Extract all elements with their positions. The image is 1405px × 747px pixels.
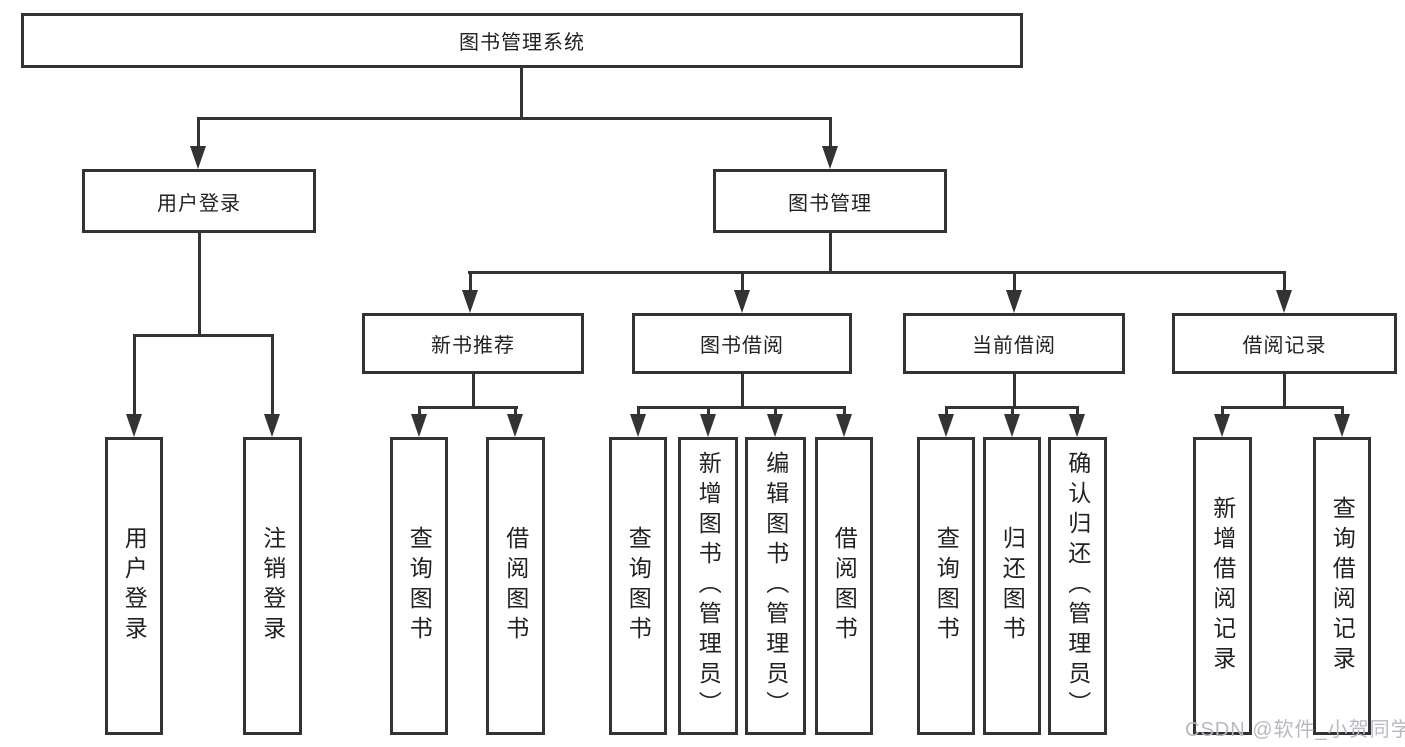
connector-v-line	[741, 273, 744, 292]
leaf-query-borrow-record: 查询借阅记录	[1313, 437, 1371, 735]
node-borrow-records-label: 借阅记录	[1242, 335, 1327, 357]
leaf-user-login-label: 用户登录	[121, 526, 148, 646]
arrow-down-icon	[1214, 414, 1230, 437]
connector-v-line	[1076, 406, 1079, 416]
leaf-logout-label: 注销登录	[259, 526, 286, 646]
connector-v-line	[1283, 273, 1286, 292]
node-root-label: 图书管理系统	[459, 32, 585, 54]
leaf-edit-books-admin-label: 编辑图书（管理员）	[762, 451, 789, 721]
arrow-down-icon	[630, 414, 646, 437]
node-book-mgmt-label: 图书管理	[788, 192, 872, 215]
leaf-add-borrow-record: 新增借阅记录	[1193, 437, 1252, 735]
arrow-down-icon	[126, 414, 142, 437]
connector-v-line	[514, 406, 517, 416]
node-book-borrow: 图书借阅	[632, 313, 852, 374]
connector-h-line	[133, 334, 274, 337]
connector-h-line	[468, 271, 1286, 274]
leaf-query-books-borrow-label: 查询图书	[625, 526, 652, 646]
connector-h-line	[197, 117, 832, 120]
leaf-borrow-books-recommend-label: 借阅图书	[502, 526, 529, 646]
connector-v-line	[520, 68, 523, 119]
arrow-down-icon	[1069, 414, 1085, 437]
connector-h-line	[418, 406, 518, 409]
arrow-down-icon	[462, 290, 478, 313]
arrow-down-icon	[264, 414, 280, 437]
connector-v-line	[945, 406, 948, 416]
leaf-return-books: 归还图书	[983, 437, 1041, 735]
connector-v-line	[1013, 371, 1016, 408]
leaf-query-books-recommend-label: 查询图书	[406, 526, 433, 646]
arrow-down-icon	[822, 146, 838, 169]
connector-v-line	[472, 371, 475, 408]
connector-v-line	[418, 406, 421, 416]
leaf-return-books-label: 归还图书	[999, 526, 1026, 646]
node-new-book-recommend-label: 新书推荐	[431, 335, 515, 357]
connector-v-line	[829, 231, 832, 273]
node-book-borrow-label: 图书借阅	[700, 335, 784, 357]
connector-v-line	[1283, 371, 1286, 408]
arrow-down-icon	[734, 290, 750, 313]
connector-v-line	[829, 119, 832, 148]
leaf-confirm-return-admin-label: 确认归还（管理员）	[1064, 451, 1091, 721]
connector-v-line	[637, 406, 640, 416]
node-book-mgmt: 图书管理	[713, 169, 947, 233]
arrow-down-icon	[700, 414, 716, 437]
arrow-down-icon	[1334, 414, 1350, 437]
connector-v-line	[198, 231, 201, 336]
leaf-query-books-current-label: 查询图书	[933, 526, 960, 646]
connector-v-line	[197, 119, 200, 148]
leaf-query-books-borrow: 查询图书	[609, 437, 667, 735]
arrow-down-icon	[938, 414, 954, 437]
connector-h-line	[637, 406, 846, 409]
connector-v-line	[469, 273, 472, 292]
leaf-logout: 注销登录	[243, 437, 302, 735]
connector-v-line	[774, 406, 777, 416]
leaf-edit-books-admin: 编辑图书（管理员）	[745, 437, 806, 735]
leaf-add-books-admin-label: 新增图书（管理员）	[695, 451, 722, 721]
leaf-query-borrow-record-label: 查询借阅记录	[1329, 496, 1356, 676]
leaf-add-books-admin: 新增图书（管理员）	[678, 437, 738, 735]
connector-v-line	[1341, 406, 1344, 416]
leaf-borrow-books: 借阅图书	[815, 437, 873, 735]
connector-v-line	[271, 336, 274, 416]
node-current-borrow-label: 当前借阅	[972, 335, 1056, 357]
connector-v-line	[741, 371, 744, 408]
arrow-down-icon	[1006, 290, 1022, 313]
arrow-down-icon	[1004, 414, 1020, 437]
connector-v-line	[1013, 273, 1016, 292]
arrow-down-icon	[507, 414, 523, 437]
connector-v-line	[843, 406, 846, 416]
leaf-borrow-books-label: 借阅图书	[831, 526, 858, 646]
node-user-login-label: 用户登录	[157, 192, 241, 215]
leaf-query-books-recommend: 查询图书	[390, 437, 448, 735]
leaf-borrow-books-recommend: 借阅图书	[486, 437, 545, 735]
node-root: 图书管理系统	[21, 13, 1023, 68]
arrow-down-icon	[1276, 290, 1292, 313]
leaf-user-login: 用户登录	[105, 437, 163, 735]
node-user-login: 用户登录	[82, 169, 316, 233]
leaf-add-borrow-record-label: 新增借阅记录	[1209, 496, 1236, 676]
leaf-confirm-return-admin: 确认归还（管理员）	[1048, 437, 1107, 735]
connector-v-line	[133, 336, 136, 416]
arrow-down-icon	[767, 414, 783, 437]
arrow-down-icon	[836, 414, 852, 437]
connector-v-line	[707, 406, 710, 416]
connector-h-line	[1221, 406, 1344, 409]
leaf-query-books-current: 查询图书	[917, 437, 975, 735]
arrow-down-icon	[411, 414, 427, 437]
node-new-book-recommend: 新书推荐	[362, 313, 584, 374]
arrow-down-icon	[190, 146, 206, 169]
connector-v-line	[1011, 406, 1014, 416]
node-current-borrow: 当前借阅	[903, 313, 1125, 374]
watermark: CSDN @软件_小贺同学	[1185, 719, 1405, 741]
node-borrow-records: 借阅记录	[1172, 313, 1397, 374]
connector-v-line	[1221, 406, 1224, 416]
